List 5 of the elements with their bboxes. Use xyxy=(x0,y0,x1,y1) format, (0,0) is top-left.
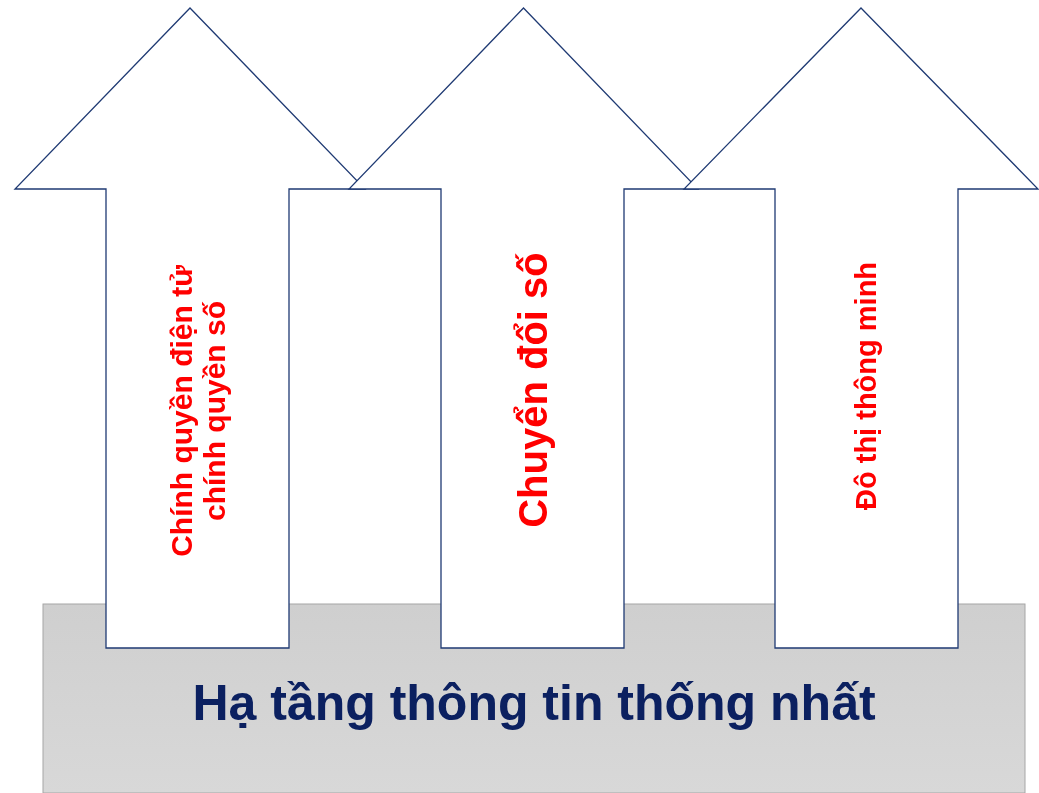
up-arrow-shape xyxy=(684,8,1038,648)
base-label: Hạ tầng thông tin thống nhất xyxy=(191,674,877,732)
arrow-label: Chính quyền điện tử chính quyền số xyxy=(164,264,231,559)
arrow-label: Chuyển đổi số xyxy=(510,251,555,530)
arrow-label: Đô thị thông minh xyxy=(850,260,883,512)
